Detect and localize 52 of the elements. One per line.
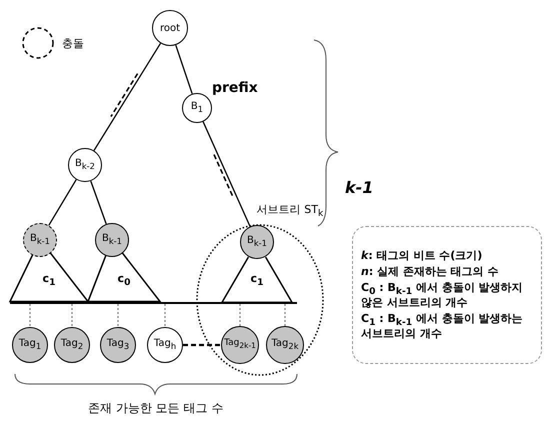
node-label: Tag$_{2k}$: [271, 338, 299, 352]
bracket-label: k-1: [345, 178, 374, 197]
count-label: c$_{0}$: [118, 272, 130, 288]
tree-node: [12, 327, 48, 363]
definition-text: k: 태그의 비트 수(크기): [361, 250, 482, 262]
tree-node: [147, 327, 183, 363]
definition-text: n: 실제 존재하는 태그의 수: [361, 266, 499, 278]
tree-node: [240, 225, 274, 259]
connector-line: [202, 121, 251, 227]
node-label: B$_{1}$: [190, 101, 204, 115]
node-label: B$_{k-1}$: [246, 235, 267, 249]
connector-line: [284, 304, 286, 326]
node-label: B$_{k-1}$: [102, 233, 122, 247]
node-label: Tag$_{3}$: [106, 338, 130, 352]
connector-line: [183, 344, 221, 346]
connector-line: [164, 304, 166, 327]
tree-node: [182, 93, 212, 123]
definition-text: C$_{0}$ : B$_{k-1}$ 에서 충돌이 발생하지 않은 서브트리의 개수: [361, 282, 524, 310]
definition-box: [352, 226, 542, 364]
connector-line: [71, 304, 73, 327]
bracket-label: 존재 가능한 모든 태그 수: [88, 400, 224, 417]
node-label: root: [160, 22, 180, 34]
node-label: Tag$_{2k-1}$: [224, 339, 256, 351]
subtree-triangle: [222, 256, 292, 302]
tree-node: [23, 223, 57, 257]
definition-text: C$_{1}$ : B$_{k-1}$ 에서 충돌이 발생하는 서브트리의 개수: [361, 313, 524, 340]
node-label: Tag$_{h}$: [154, 338, 176, 352]
tree-node: [54, 327, 90, 363]
count-label: c$_{1}$: [42, 272, 56, 288]
connector-line: [29, 304, 31, 327]
subtree-triangle: [10, 253, 88, 302]
count-label: c$_{1}$: [250, 272, 264, 288]
connector-line: [48, 179, 77, 226]
node-label: Tag$_{2}$: [60, 338, 84, 352]
connector-line: [93, 42, 162, 151]
tree-node: [100, 327, 136, 363]
connector-line: [239, 304, 241, 326]
subtree-region: [196, 204, 324, 376]
connector-line: [90, 180, 107, 224]
legend-label: 충돌: [62, 36, 84, 51]
node-label: Tag$_{1}$: [18, 338, 42, 352]
tree-node: [221, 326, 259, 364]
connector-line: [175, 44, 193, 94]
tree-node: [95, 223, 129, 257]
connector-line: [117, 304, 119, 327]
tree-node: [152, 10, 188, 46]
tree-node: [266, 326, 304, 364]
node-label: B$_{k-1}$: [30, 233, 50, 247]
node-label: B$_{k-2}$: [74, 158, 95, 172]
subtree-triangle: [88, 253, 160, 302]
tree-node: [68, 148, 102, 182]
annotation-text: prefix: [212, 80, 258, 96]
